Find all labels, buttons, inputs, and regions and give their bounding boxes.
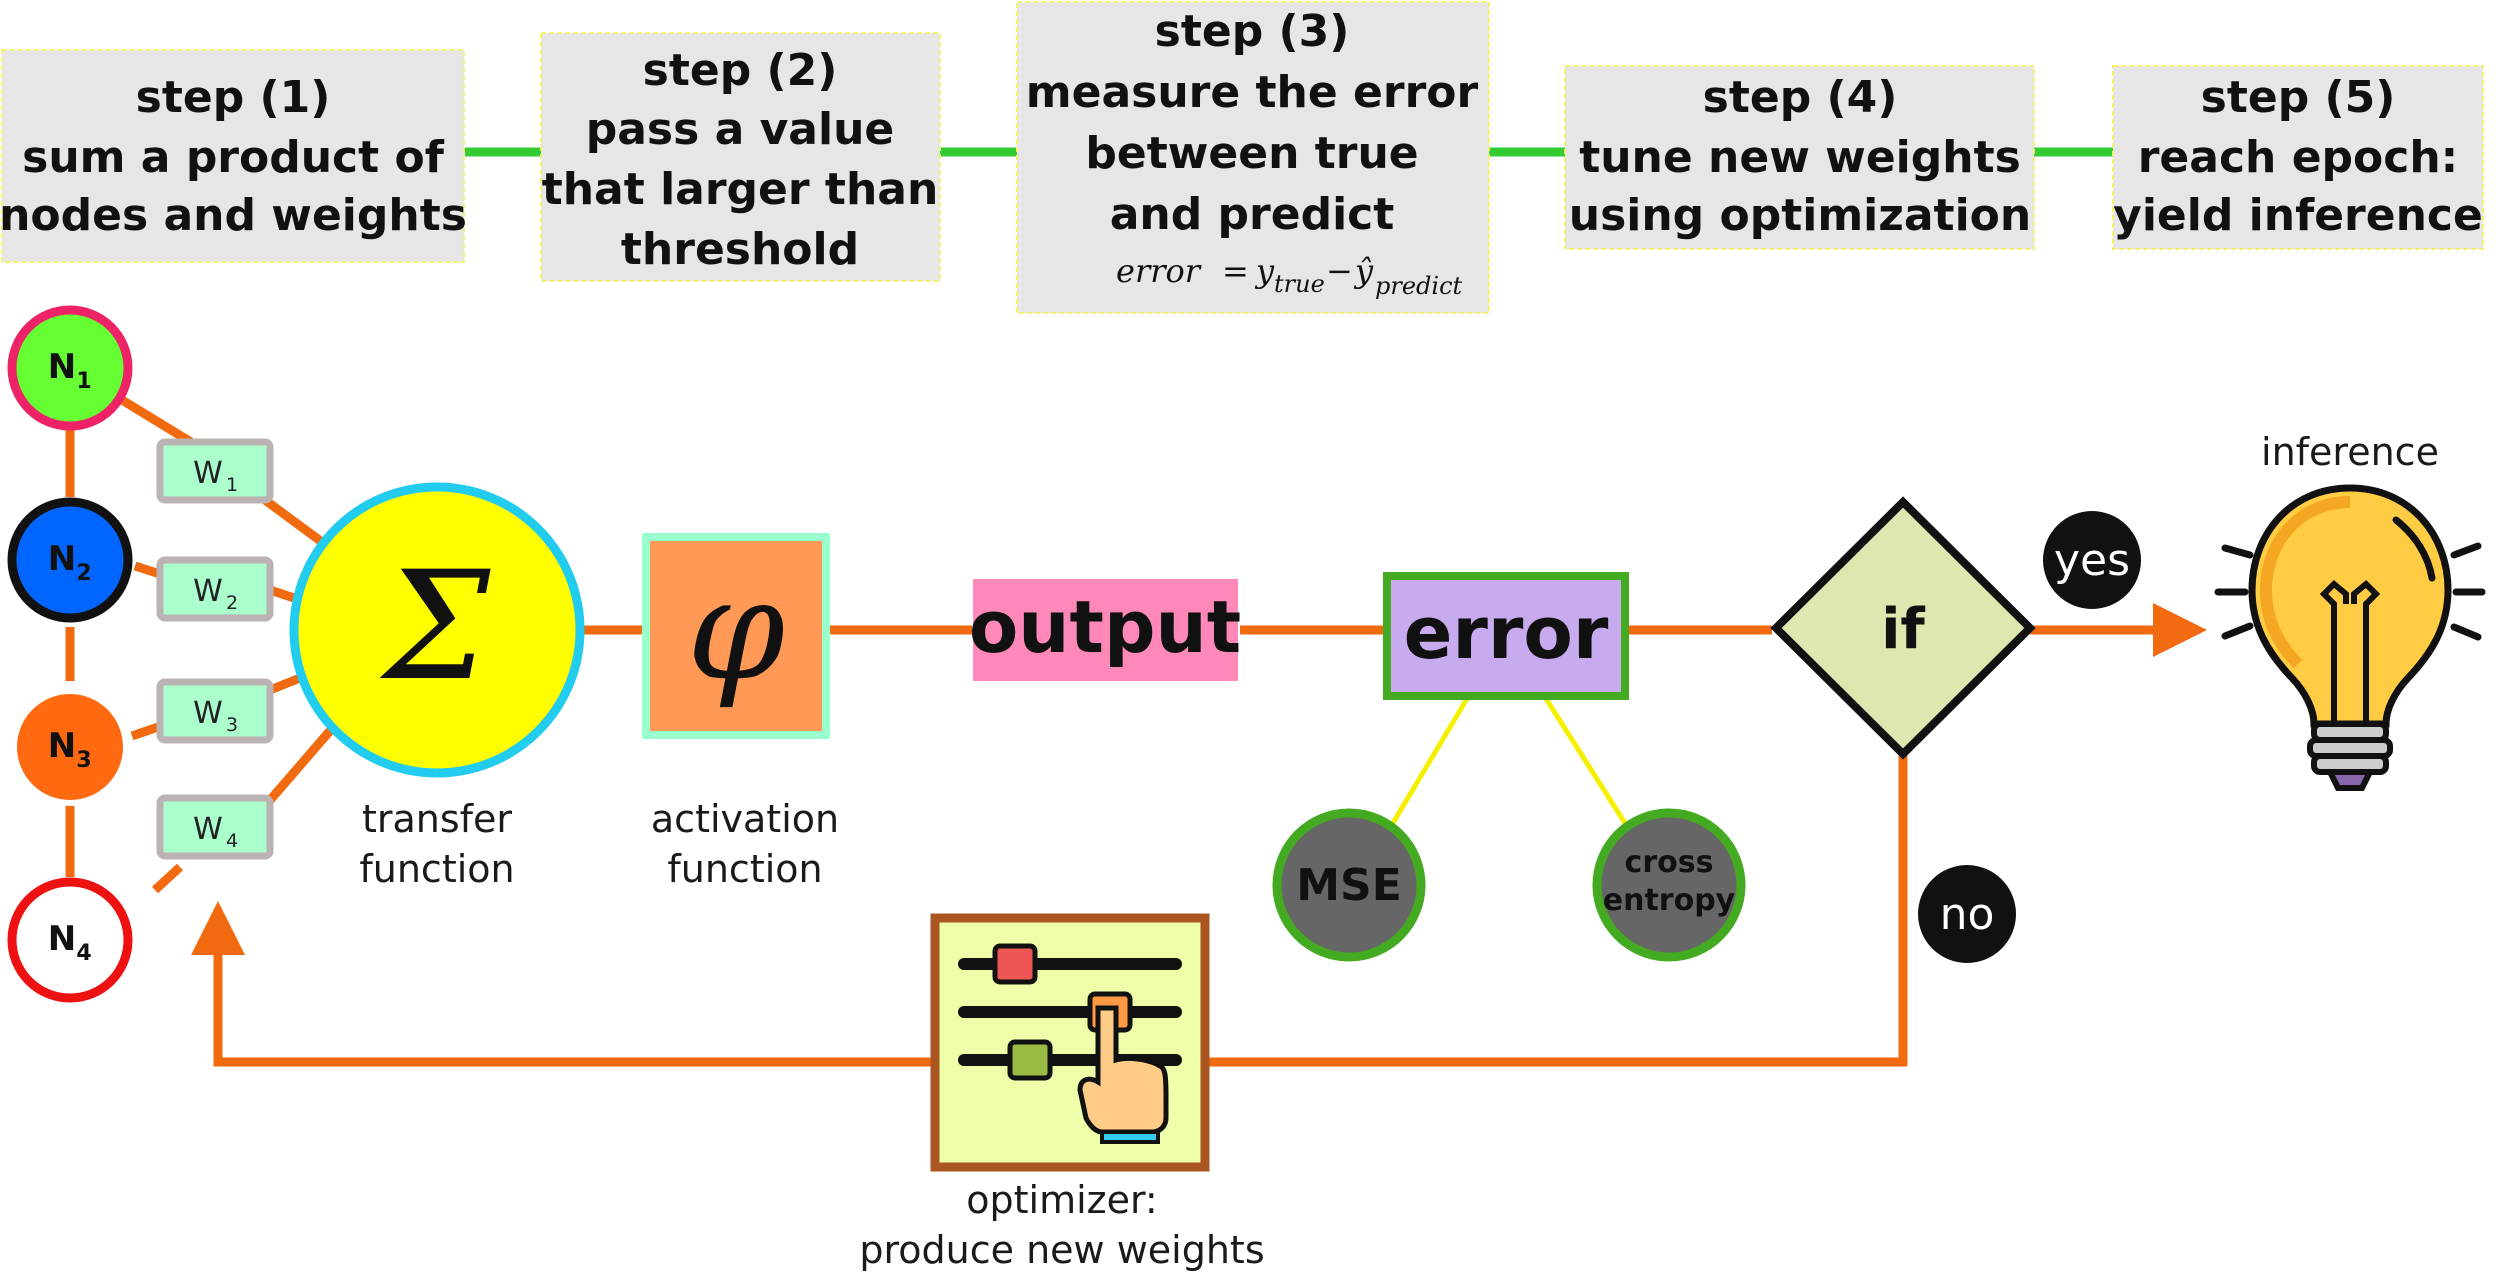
svg-text:W: W	[193, 456, 223, 491]
step-1-title: step (1)	[136, 72, 331, 123]
lightbulb-icon	[2214, 484, 2486, 791]
transfer-function-node: Σ	[289, 482, 585, 778]
step-2-title: step (2)	[643, 45, 838, 96]
error-label: error	[1404, 591, 1609, 675]
svg-text:W: W	[193, 696, 223, 731]
mse-label: MSE	[1296, 860, 1402, 911]
svg-text:W: W	[193, 812, 223, 847]
step-5-line-3: yield inference	[2113, 190, 2483, 241]
step-5-line-2: reach epoch:	[2138, 132, 2459, 183]
error-formula: error = y true − ŷ predict	[1116, 252, 1463, 300]
step-5-box: step (5) reach epoch: yield inference	[2112, 65, 2484, 250]
svg-text:1: 1	[226, 474, 238, 496]
weight-3: W 3	[156, 678, 274, 744]
optimizer-node	[930, 913, 1210, 1172]
cross-entropy-node: cross entropy	[1592, 808, 1746, 962]
transfer-caption-line-2: function	[359, 847, 514, 891]
entropy-label: entropy	[1603, 883, 1736, 918]
step-2-line-4: threshold	[621, 224, 859, 275]
step-3-line-4: and predict	[1110, 189, 1395, 240]
svg-text:error: error	[1116, 252, 1202, 290]
svg-text:N: N	[48, 539, 76, 579]
svg-text:2: 2	[76, 561, 91, 586]
output-label: output	[969, 585, 1241, 669]
step-4-box: step (4) tune new weights using optimiza…	[1564, 65, 2035, 250]
phi-symbol: φ	[687, 549, 785, 712]
svg-text:3: 3	[226, 714, 238, 736]
if-label: if	[1881, 597, 1925, 662]
error-node: error	[1383, 572, 1629, 700]
input-node-4: N 4	[7, 877, 133, 1003]
input-node-3: N 3	[11, 688, 129, 806]
input-node-2: N 2	[7, 497, 133, 623]
transfer-caption-line-1: transfer	[362, 797, 512, 841]
step-3-title: step (3)	[1155, 6, 1350, 57]
svg-text:predict: predict	[1375, 272, 1463, 300]
step-2-box: step (2) pass a value that larger than t…	[540, 32, 941, 282]
svg-text:N: N	[48, 347, 76, 387]
output-node: output	[969, 579, 1241, 681]
step-4-title: step (4)	[1703, 72, 1898, 123]
activation-caption-line-2: function	[667, 847, 822, 891]
svg-text:N: N	[48, 919, 76, 959]
weight-1: W 1	[156, 438, 274, 504]
step-3-box: step (3) measure the error between true …	[1016, 1, 1490, 314]
svg-text:yes: yes	[2054, 535, 2130, 586]
svg-text:3: 3	[76, 748, 91, 773]
activation-caption-line-1: activation	[651, 797, 839, 841]
step-3-line-3: between true	[1085, 128, 1418, 179]
step-2-line-3: that larger than	[542, 164, 939, 215]
svg-text:=: =	[1222, 252, 1249, 290]
svg-text:W: W	[193, 574, 223, 609]
svg-text:4: 4	[76, 941, 91, 966]
decision-node: if	[1770, 496, 2036, 760]
svg-text:−: −	[1326, 252, 1353, 290]
yes-badge: yes	[2043, 511, 2141, 609]
sliders-hand-icon	[958, 943, 1182, 1144]
no-badge: no	[1918, 865, 2016, 963]
sigma-symbol: Σ	[379, 540, 491, 714]
optimizer-caption-line-1: optimizer:	[966, 1178, 1157, 1222]
step-1-line-3: nodes and weights	[0, 190, 467, 241]
optimizer-caption-line-2: produce new weights	[859, 1228, 1264, 1272]
mse-node: MSE	[1272, 808, 1426, 962]
inference-label: inference	[2261, 430, 2439, 474]
step-2-line-2: pass a value	[586, 104, 895, 155]
step-1-line-2: sum a product of	[22, 132, 445, 183]
cross-label: cross	[1625, 845, 1714, 880]
step-1-box: step (1) sum a product of nodes and weig…	[0, 49, 467, 263]
weight-4: W 4	[156, 794, 274, 860]
activation-function-node: φ	[642, 533, 830, 739]
svg-text:N: N	[48, 726, 76, 766]
step-5-title: step (5)	[2201, 72, 2396, 123]
svg-text:ŷ: ŷ	[1353, 252, 1374, 290]
step-4-line-2: tune new weights	[1579, 132, 2021, 183]
svg-text:y: y	[1254, 252, 1275, 290]
svg-text:no: no	[1940, 889, 1995, 940]
svg-text:2: 2	[226, 592, 238, 614]
step-3-line-2: measure the error	[1026, 67, 1479, 118]
svg-text:true: true	[1274, 270, 1325, 298]
input-node-1: N 1	[7, 305, 133, 431]
weight-2: W 2	[156, 556, 274, 622]
network-edges	[65, 396, 2207, 1067]
step-4-line-3: using optimization	[1569, 190, 2031, 241]
svg-text:1: 1	[76, 369, 91, 394]
svg-text:4: 4	[226, 830, 238, 852]
